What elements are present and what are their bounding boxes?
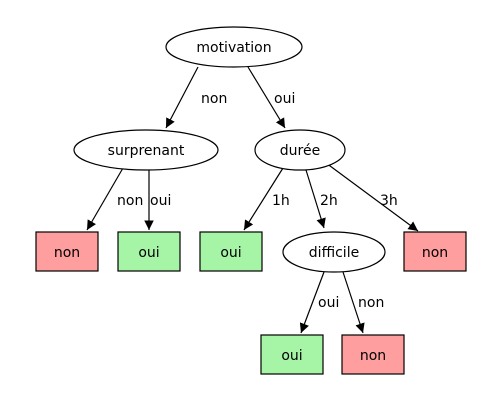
edge-label: oui: [318, 295, 339, 311]
edge-label: non: [201, 91, 227, 107]
edge-motivation-duree: [247, 66, 286, 129]
edge-label: non: [117, 193, 143, 209]
edge-label: oui: [274, 91, 295, 107]
leaf-node: non: [35, 231, 99, 272]
edge-label: 3h: [380, 193, 398, 209]
edge-motivation-surprenant: [165, 66, 199, 129]
leaf-node: oui: [117, 231, 181, 272]
leaf-label: non: [360, 348, 386, 364]
leaf-label: non: [422, 245, 448, 261]
leaf-node: non: [341, 334, 405, 375]
decision-node-duree: durée: [254, 129, 346, 171]
edge-label: non: [358, 295, 384, 311]
edge-label: 1h: [272, 193, 290, 209]
decision-node-surprenant: surprenant: [73, 129, 219, 171]
edges: [86, 66, 419, 334]
leaf-label: oui: [220, 245, 241, 261]
edge-duree-difficile: [305, 169, 326, 229]
leaf-node: non: [403, 231, 467, 272]
edge-label: 2h: [320, 193, 338, 209]
edge-duree-leaf4: [321, 159, 419, 232]
leaf-label: oui: [281, 348, 302, 364]
edge-difficile-leaf5: [299, 271, 325, 334]
leaf-label: oui: [138, 245, 159, 261]
edge-labels: non oui non oui 1h 2h 3h oui non: [117, 91, 398, 311]
node-label: surprenant: [108, 143, 185, 159]
edge-label: oui: [150, 193, 171, 209]
edge-duree-leaf3: [243, 167, 284, 231]
edge-surprenant-leaf1: [86, 167, 124, 231]
leaf-node: oui: [260, 334, 324, 375]
leaf-node: oui: [199, 231, 263, 272]
node-label: motivation: [196, 40, 271, 56]
edge-difficile-leaf6: [342, 271, 365, 334]
decision-node-difficile: difficile: [282, 231, 386, 273]
leaf-label: non: [54, 245, 80, 261]
node-label: durée: [280, 143, 320, 159]
node-label: difficile: [309, 245, 359, 261]
decision-node-motivation: motivation: [165, 26, 303, 68]
